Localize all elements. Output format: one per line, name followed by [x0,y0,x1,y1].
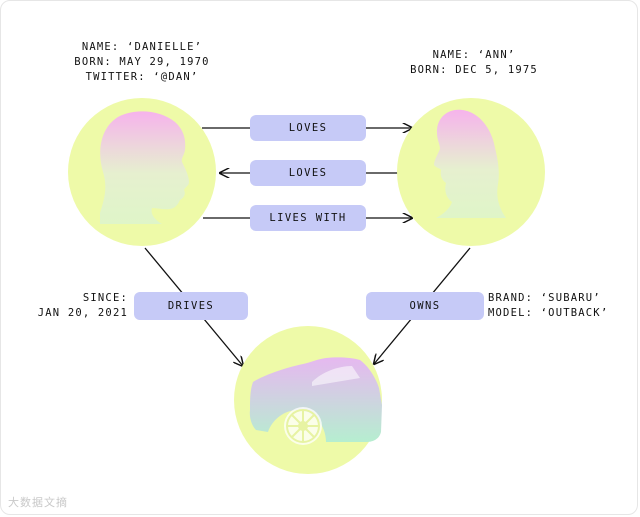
property-line: TWITTER: ‘@DAN’ [85,71,199,83]
car-window [312,366,360,386]
ann-properties: NAME: ‘ANN’ BORN: DEC 5, 1975 [394,48,554,78]
car-properties: BRAND: ‘SUBARU’ MODEL: ‘OUTBACK’ [488,291,633,321]
node-car [234,326,382,474]
relationship-loves: LOVES [250,115,366,141]
property-line: MODEL: ‘OUTBACK’ [488,307,609,319]
relationship-loves: LOVES [250,160,366,186]
person-silhouette-icon [434,109,506,218]
watermark: 大数据文摘 [8,496,68,509]
person-silhouette-icon [100,111,189,224]
property-line: BORN: DEC 5, 1975 [410,64,538,76]
property-line: JAN 20, 2021 [37,307,128,319]
drives-properties: SINCE: JAN 20, 2021 [18,291,128,321]
node-ann [397,98,545,246]
property-line: SINCE: [82,292,128,304]
property-line: BRAND: ‘SUBARU’ [488,292,601,304]
relationship-owns: OWNS [366,292,484,320]
relationship-lives-with: LIVES WITH [250,205,366,231]
property-line: NAME: ‘ANN’ [432,49,516,61]
property-line: BORN: MAY 29, 1970 [74,56,210,68]
property-line: NAME: ‘DANIELLE’ [81,41,203,53]
relationship-drives: DRIVES [134,292,248,320]
danielle-properties: NAME: ‘DANIELLE’ BORN: MAY 29, 1970 TWIT… [62,40,222,85]
node-danielle [68,98,216,246]
